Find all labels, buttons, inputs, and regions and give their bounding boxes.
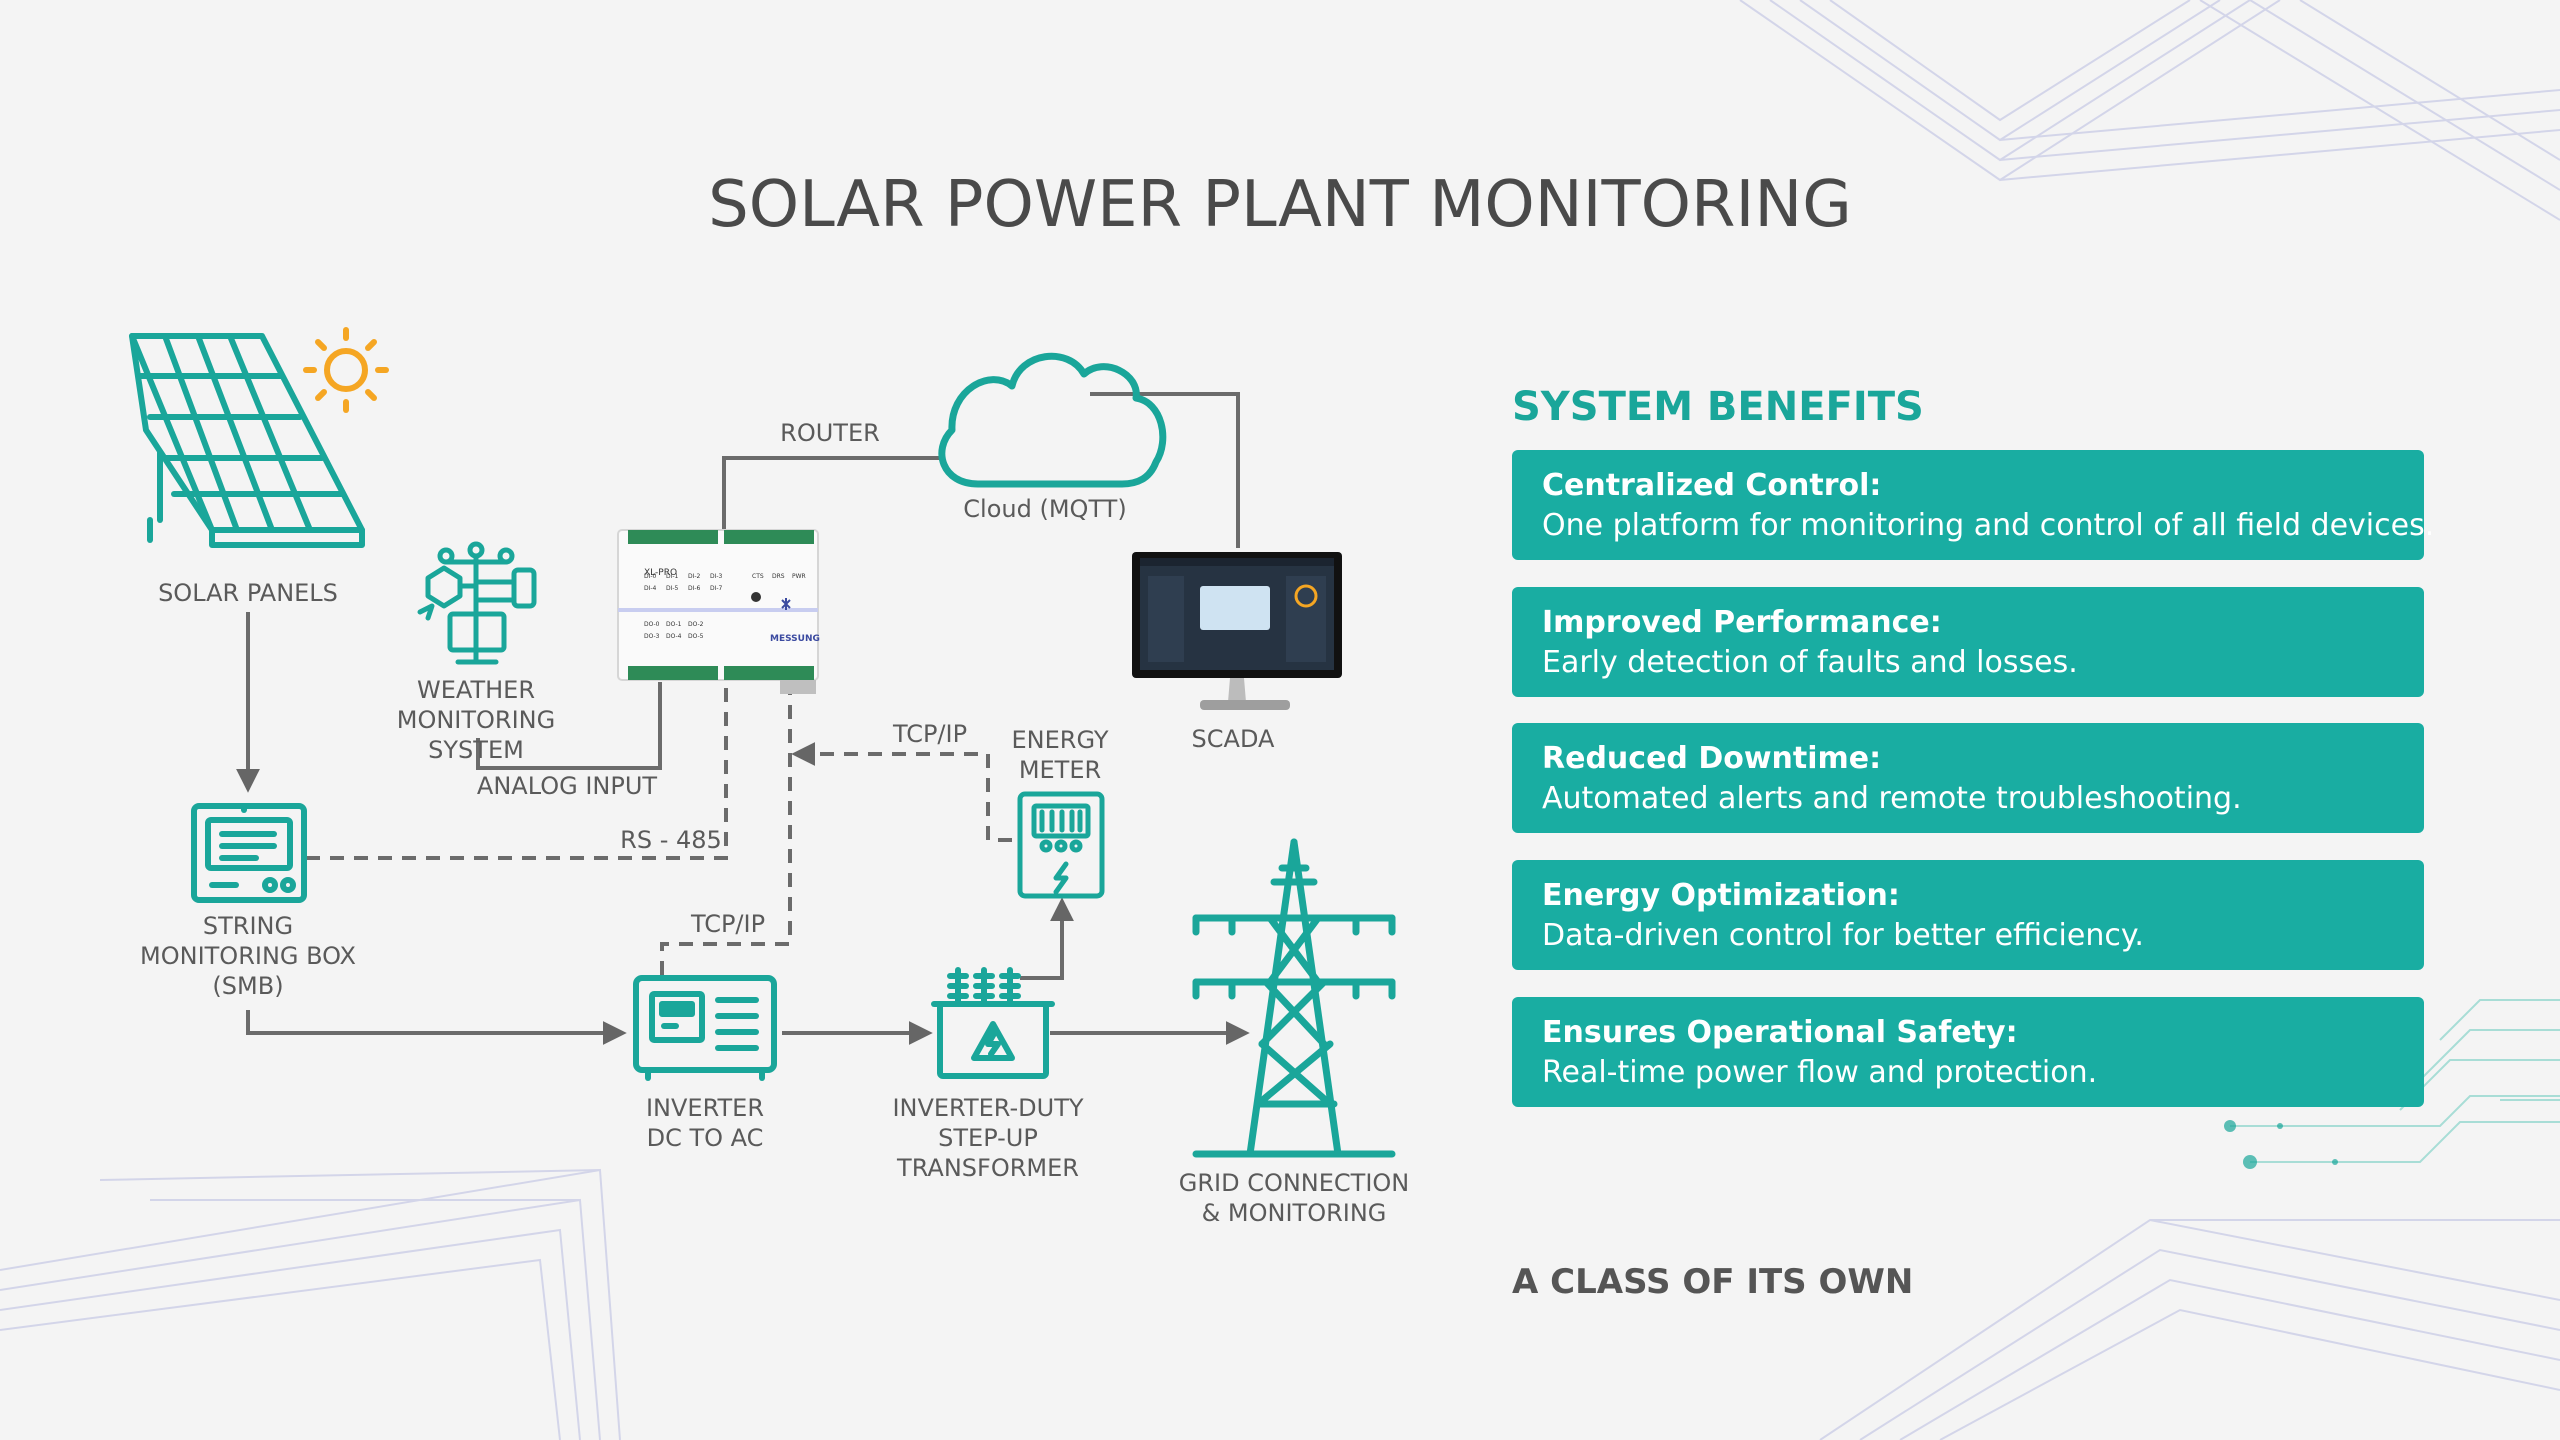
device-port-label: DO-1 — [666, 621, 682, 628]
weather-station-icon — [417, 541, 537, 665]
benefit-title: Reduced Downtime: — [1542, 741, 1882, 776]
device-port-label: DI-3 — [710, 573, 723, 580]
label-scada: SCADA — [1191, 725, 1275, 753]
label-smb-line3: (SMB) — [212, 972, 284, 1000]
label-weather-line2: MONITORING SYSTEM — [396, 706, 556, 764]
transformer-to-meter-line — [1020, 897, 1074, 980]
router-line — [722, 456, 940, 538]
label-tcpip-bottom: TCP/IP — [690, 910, 766, 938]
label-grid: GRID CONNECTION & MONITORING — [1164, 1168, 1424, 1228]
solar-panel-icon — [129, 333, 365, 548]
label-inverter-line1: INVERTER — [645, 1094, 765, 1122]
transmission-tower-icon — [1192, 838, 1396, 1158]
benefit-card-improved-performance: Improved Performance: Early detection of… — [1512, 587, 2424, 697]
label-transformer-line1: INVERTER-DUTY — [892, 1094, 1084, 1122]
benefit-description: One platform for monitoring and control … — [1542, 508, 2435, 543]
benefit-description: Automated alerts and remote troubleshoot… — [1542, 781, 2242, 816]
cloud-icon — [938, 352, 1167, 488]
label-grid-line2: & MONITORING — [1201, 1199, 1387, 1227]
weather-analog-line — [476, 682, 662, 770]
benefit-description: Early detection of faults and losses. — [1542, 645, 2078, 680]
label-weather-system: WEATHER MONITORING SYSTEM — [348, 675, 604, 765]
energy-meter-icon — [1017, 791, 1105, 899]
device-model-label: XL-PRO — [644, 568, 678, 578]
label-analog-input: ANALOG INPUT — [476, 772, 658, 800]
benefit-card-centralized-control: Centralized Control: One platform for mo… — [1512, 450, 2435, 560]
device-port-label: DI-1 — [666, 573, 679, 580]
rs485-line — [306, 684, 728, 860]
cloud-to-scada-line — [1090, 392, 1240, 548]
label-grid-line1: GRID CONNECTION — [1178, 1169, 1410, 1197]
benefits-heading: SYSTEM BENEFITS — [1512, 384, 1924, 430]
device-port-label: DRS — [772, 573, 785, 580]
label-rs485: RS - 485 — [620, 826, 722, 854]
benefit-card-energy-optimization: Energy Optimization: Data-driven control… — [1512, 860, 2424, 970]
label-inverter: INVERTER DC TO AC — [610, 1093, 800, 1153]
device-brand-label: MESSUNG — [770, 634, 820, 644]
benefit-description: Real-time power flow and protection. — [1542, 1055, 2098, 1090]
smb-to-inverter-line — [246, 1010, 627, 1045]
scada-monitor-icon — [1132, 552, 1342, 710]
benefit-title: Energy Optimization: — [1542, 878, 1900, 913]
inverter-icon — [633, 975, 777, 1081]
label-smb: STRING MONITORING BOX (SMB) — [138, 911, 358, 1001]
label-energy-meter-line1: ENERGY — [1011, 726, 1109, 754]
device-port-label: DI-6 — [688, 585, 701, 592]
benefit-description: Data-driven control for better efficienc… — [1542, 918, 2144, 953]
label-energy-meter-line2: METER — [1018, 756, 1102, 784]
benefit-card-operational-safety: Ensures Operational Safety: Real-time po… — [1512, 997, 2424, 1107]
label-tcpip-top: TCP/IP — [892, 720, 968, 748]
benefit-card-reduced-downtime: Reduced Downtime: Automated alerts and r… — [1512, 723, 2424, 833]
label-solar-panels: SOLAR PANELS — [158, 579, 338, 607]
device-port-label: DO-4 — [666, 633, 682, 640]
device-port-label: DO-3 — [644, 633, 660, 640]
benefit-title: Improved Performance: — [1542, 605, 1942, 640]
sun-icon — [303, 327, 389, 413]
label-smb-line1: STRING — [202, 912, 294, 940]
label-transformer: INVERTER-DUTY STEP-UP TRANSFORMER — [868, 1093, 1108, 1183]
string-monitoring-box-icon — [191, 803, 307, 903]
device-port-label: PWR — [792, 573, 806, 580]
transformer-icon — [931, 967, 1055, 1079]
device-port-label: DI-0 — [644, 573, 657, 580]
label-transformer-line3: TRANSFORMER — [897, 1154, 1079, 1182]
page-title: SOLAR POWER PLANT MONITORING — [708, 168, 1852, 242]
benefit-title: Centralized Control: — [1542, 468, 1882, 503]
xl-pro-controller-icon — [617, 529, 819, 694]
device-port-label: DI-2 — [688, 573, 701, 580]
benefit-title: Ensures Operational Safety: — [1542, 1015, 2018, 1050]
system-diagram: DI-0 DI-1 DI-2 DI-3 CTS DRS PWR DI-4 DI-5 DI-6 DI-… — [129, 327, 1396, 1158]
tagline: A CLASS OF ITS OWN — [1512, 1262, 1914, 1302]
label-smb-line2: MONITORING BOX — [140, 942, 356, 970]
meter-tcpip-line — [791, 742, 1012, 842]
label-router: ROUTER — [780, 419, 880, 447]
label-inverter-line2: DC TO AC — [646, 1124, 764, 1152]
device-port-label: DO-2 — [688, 621, 704, 628]
device-port-label: DI-4 — [644, 585, 657, 592]
inverter-tcpip-line — [660, 684, 792, 975]
label-transformer-line2: STEP-UP — [938, 1124, 1038, 1152]
device-port-label: DI-7 — [710, 585, 723, 592]
label-energy-meter: ENERGY METER — [1000, 725, 1120, 785]
device-port-label: DO-0 — [644, 621, 660, 628]
device-port-label: CTS — [752, 573, 764, 580]
device-port-label: DI-5 — [666, 585, 679, 592]
label-cloud: Cloud (MQTT) — [963, 495, 1127, 523]
label-weather-line1: WEATHER — [417, 676, 535, 704]
device-port-label: DO-5 — [688, 633, 704, 640]
